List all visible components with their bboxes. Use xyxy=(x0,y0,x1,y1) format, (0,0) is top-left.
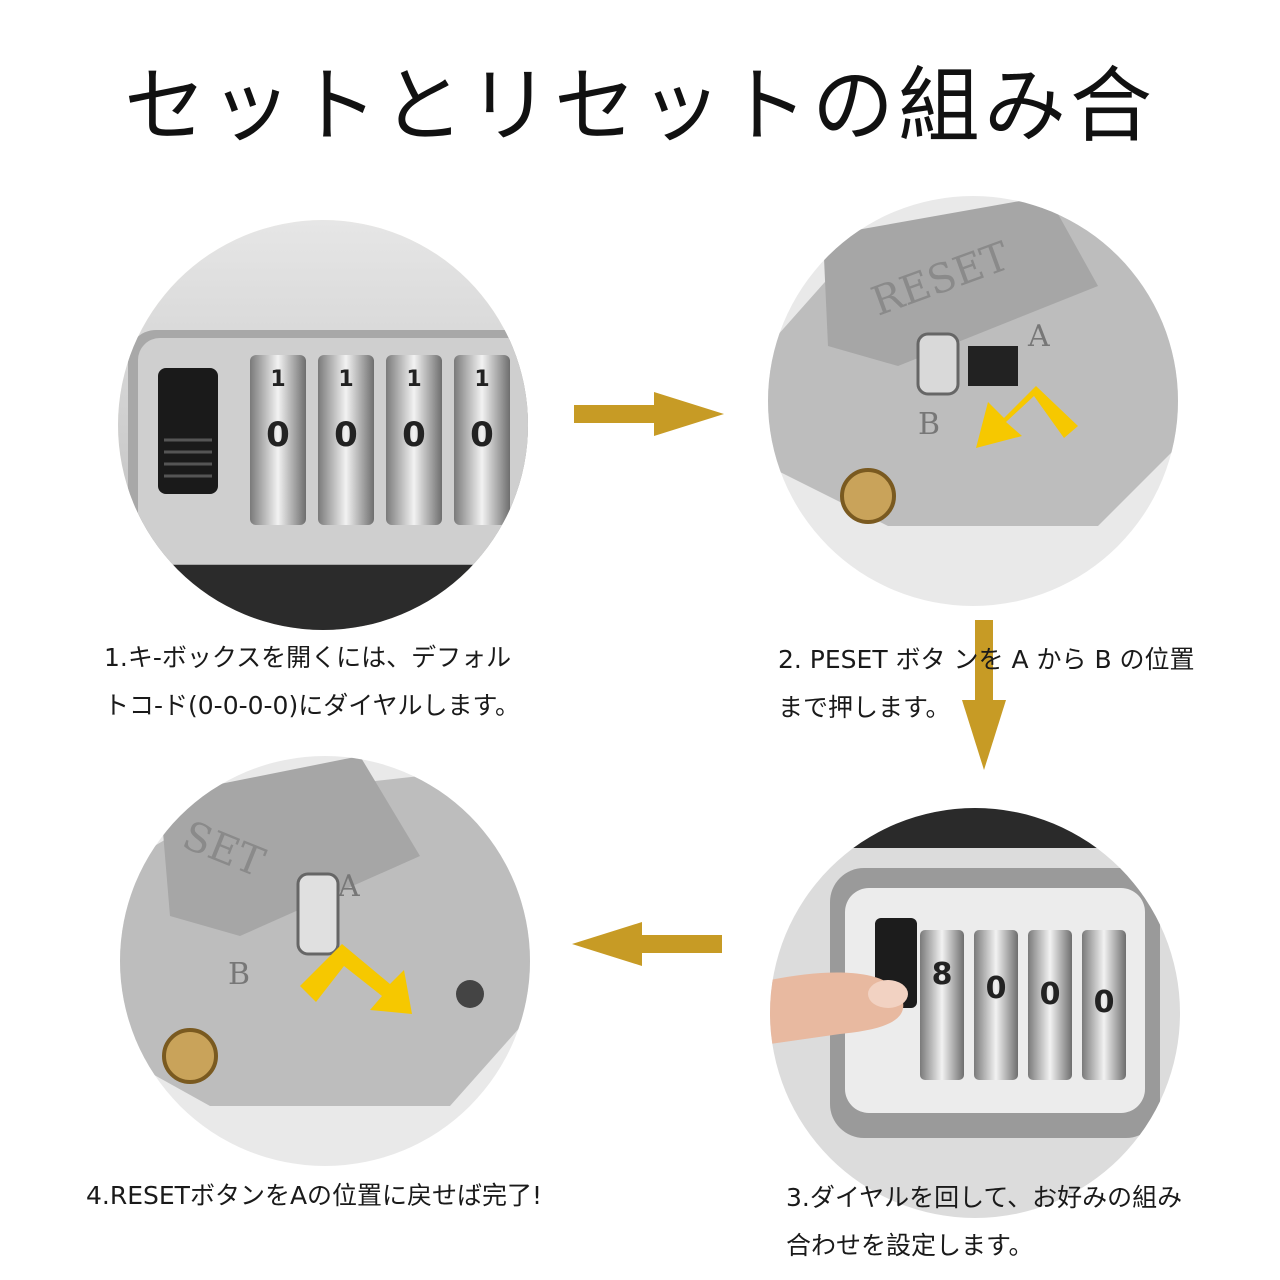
dial3-center-1: 8 xyxy=(932,957,953,992)
dial3-center-2: 0 xyxy=(986,971,1007,1006)
dial-top-3: 1 xyxy=(406,367,421,392)
step-1-caption: 1.キ-ボックスを開くには、デフォル トコ-ド(0-0-0-0)にダイヤルします… xyxy=(104,634,574,730)
step-2-caption-line-2: まで押します。 xyxy=(778,693,951,722)
step-1-caption-line-1: 1.キ-ボックスを開くには、デフォル xyxy=(104,643,512,672)
step-3-caption-line-2: 合わせを設定します。 xyxy=(786,1231,1034,1260)
dial-center-2: 0 xyxy=(334,415,358,455)
step-4-caption-line-1: 4.RESETボタンをAの位置に戻せば完了! xyxy=(86,1181,543,1210)
dial-top-1: 1 xyxy=(270,367,285,392)
dial3-center-3: 0 xyxy=(1040,977,1061,1012)
dial-center-4: 0 xyxy=(470,415,494,455)
dial-center-1: 0 xyxy=(266,415,290,455)
step-3-caption-line-1: 3.ダイヤルを回して、お好みの組み xyxy=(786,1183,1183,1212)
step-4-caption: 4.RESETボタンをAの位置に戻せば完了! xyxy=(86,1172,606,1220)
step-2-caption: 2. PESET ボタ ンを A から B の位置 まで押します。 xyxy=(778,636,1258,732)
step-2-caption-line-1: 2. PESET ボタ ンを A から B の位置 xyxy=(778,645,1195,674)
curved-arrow-icon xyxy=(976,386,1078,448)
arrow-right-icon xyxy=(574,392,724,436)
position-b-label: B xyxy=(918,407,940,442)
position-a-label: A xyxy=(1027,319,1050,354)
position-b-label-4: B xyxy=(228,957,250,992)
dial-wheels xyxy=(250,355,510,525)
step-4-image: SET A B xyxy=(120,756,530,1166)
dial-center-3: 0 xyxy=(402,415,426,455)
dial3-center-4: 0 xyxy=(1094,985,1115,1020)
position-a-label-4: A xyxy=(337,869,360,904)
dial-top-2: 1 xyxy=(338,367,353,392)
step-1-caption-line-2: トコ-ド(0-0-0-0)にダイヤルします。 xyxy=(104,691,520,720)
dial-top-4: 1 xyxy=(474,367,489,392)
arrow-left-icon xyxy=(572,922,722,966)
step-3-image: 8 0 0 0 xyxy=(770,808,1180,1218)
arrow-down-icon xyxy=(962,620,1006,770)
step-2-image: RESET A B xyxy=(768,196,1178,606)
page-title: セットとリセットの組み合 xyxy=(123,59,1156,154)
curved-arrow-icon xyxy=(300,944,412,1014)
step-1-image: 1 1 1 1 0 0 0 0 xyxy=(118,220,528,630)
step-3-caption: 3.ダイヤルを回して、お好みの組み 合わせを設定します。 xyxy=(786,1174,1256,1270)
